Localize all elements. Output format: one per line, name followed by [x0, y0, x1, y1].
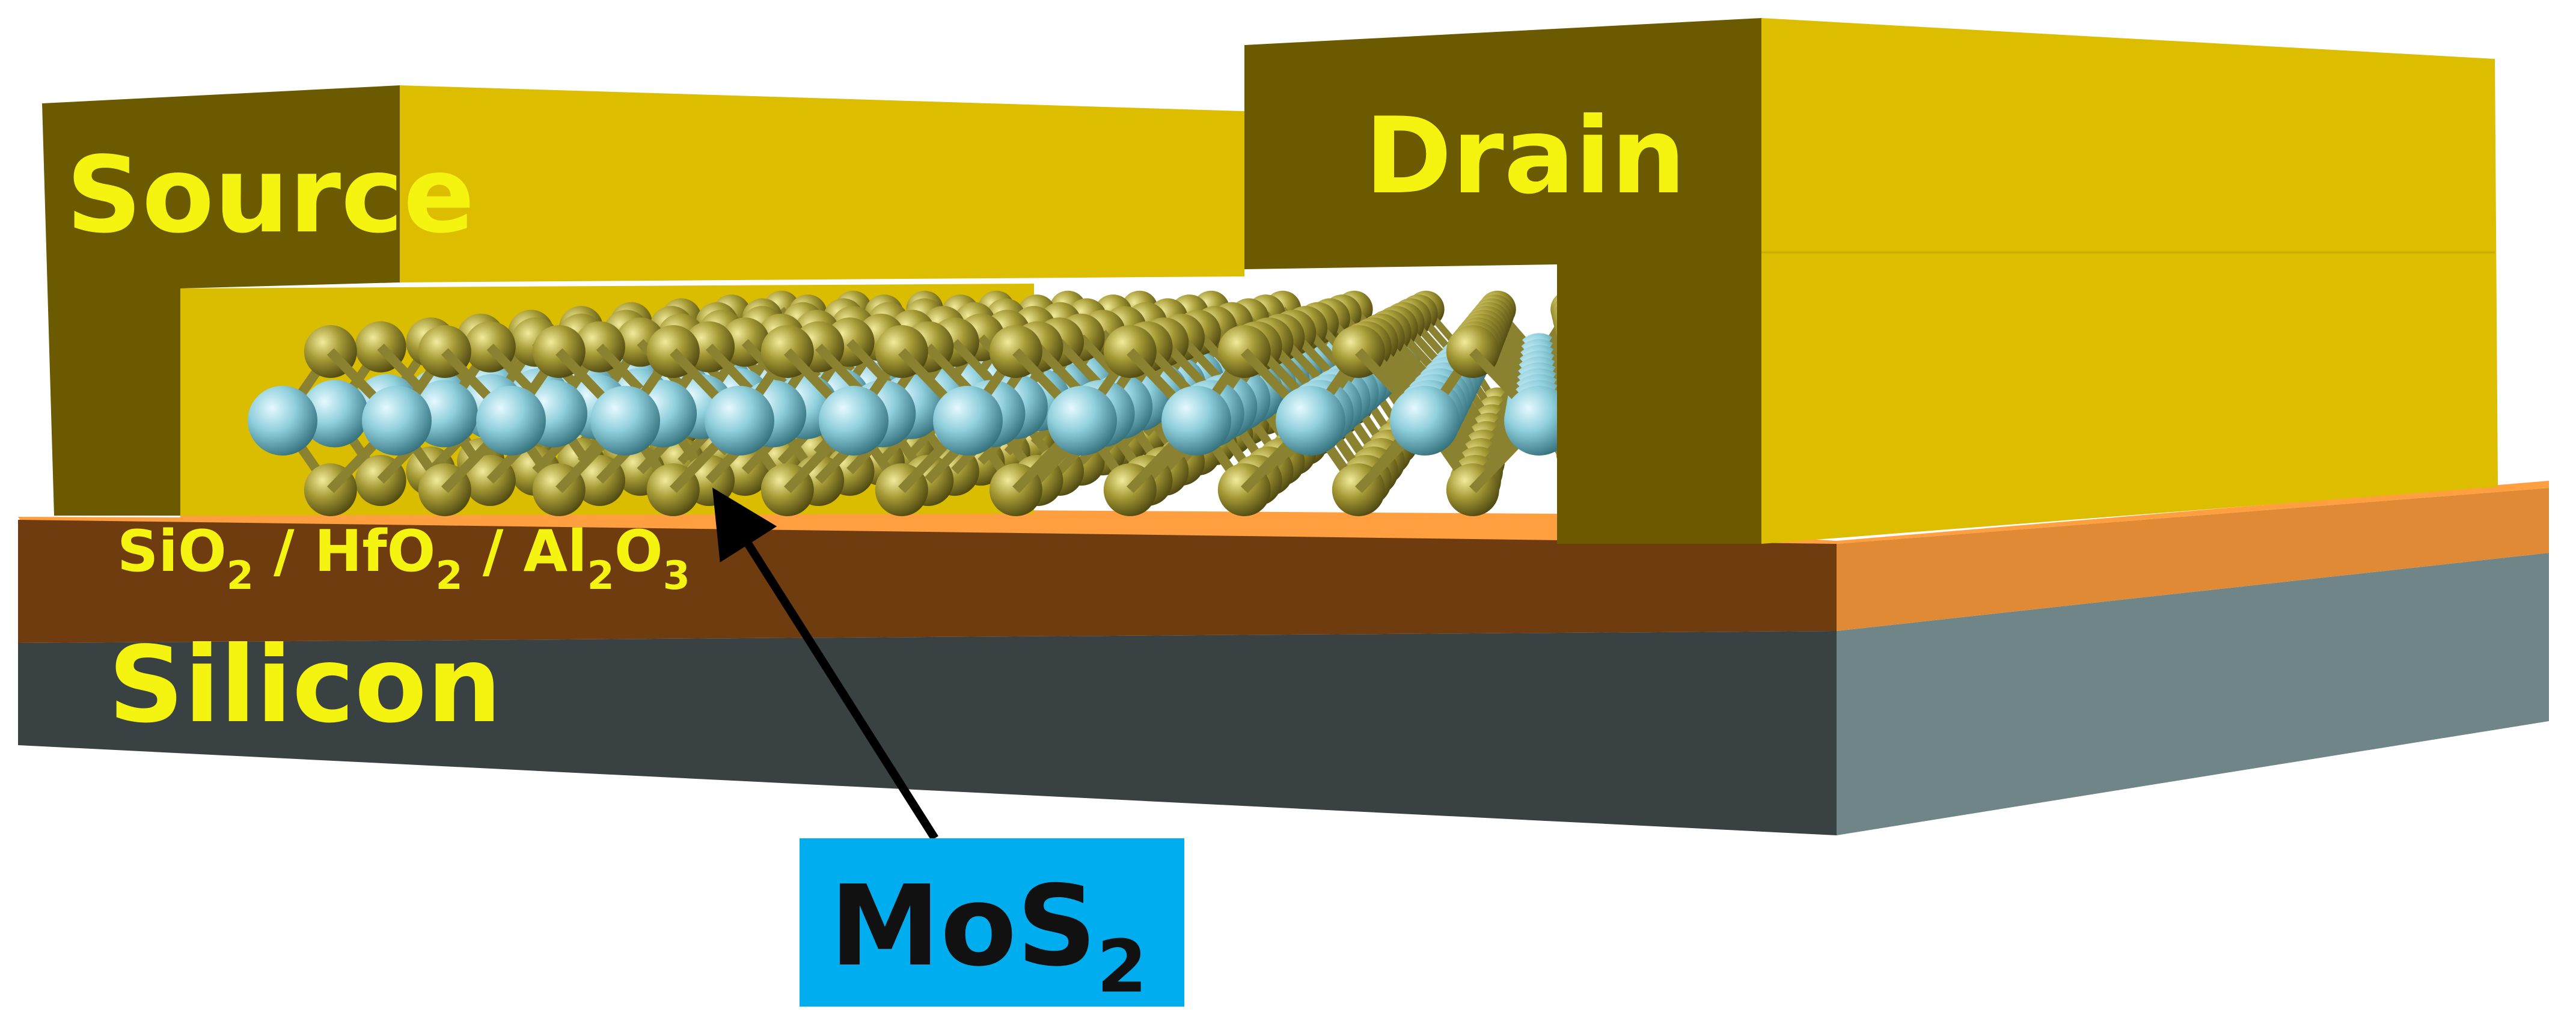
molybdenum-atom — [362, 386, 432, 456]
dielectric-part-1-sub: 2 — [227, 553, 254, 599]
molybdenum-atom — [476, 386, 546, 456]
mos2-callout-box — [800, 838, 1184, 1007]
dielectric-part-3-sub: 2 — [587, 553, 614, 599]
silicon-substrate — [18, 553, 2549, 835]
oxide-side-face — [1837, 488, 2549, 631]
dielectric-label: SiO2 / HfO2 / Al2O3 — [117, 519, 690, 599]
molybdenum-atom — [590, 386, 660, 456]
source-front-face — [42, 85, 400, 516]
oxide-top-face — [18, 481, 2549, 544]
drain-label: Drain — [1365, 96, 1686, 218]
molybdenum-atom — [1504, 386, 1574, 456]
callout-arrow — [712, 487, 938, 841]
molybdenum-atom — [1161, 386, 1231, 456]
silicon-side-face — [1837, 553, 2549, 835]
molybdenum-atom — [1276, 386, 1345, 456]
mos2-callout-label: MoS2 — [830, 861, 1147, 1009]
oxide-front-face — [18, 520, 1837, 643]
mos2-sub: 2 — [1097, 925, 1147, 1009]
source-label: Source — [66, 135, 475, 257]
silicon-label: Silicon — [108, 624, 502, 746]
dielectric-part-4-sub: 3 — [663, 553, 690, 599]
molybdenum-atom — [248, 386, 317, 456]
mos2-callout: MoS2 — [712, 487, 1184, 1009]
molybdenum-atom — [301, 380, 369, 448]
molybdenum-atom — [819, 386, 889, 456]
dielectric-part-1: SiO — [117, 519, 227, 585]
dielectric-part-4: O — [614, 519, 663, 585]
dielectric-part-2-sub: 2 — [435, 553, 462, 599]
molybdenum-atom — [1047, 386, 1117, 456]
molybdenum-atom — [1390, 386, 1460, 456]
drain-overlap-face — [1557, 264, 1761, 544]
drain-top-face — [1761, 18, 2498, 544]
dielectric-part-3: / Al — [463, 519, 587, 585]
silicon-front-face — [18, 631, 1837, 835]
source-top-face — [400, 85, 1244, 282]
molybdenum-atom — [933, 386, 1003, 456]
mos2-base: MoS — [830, 861, 1097, 991]
dielectric-part-2: / HfO — [254, 519, 435, 585]
molybdenum-atom — [705, 386, 774, 456]
